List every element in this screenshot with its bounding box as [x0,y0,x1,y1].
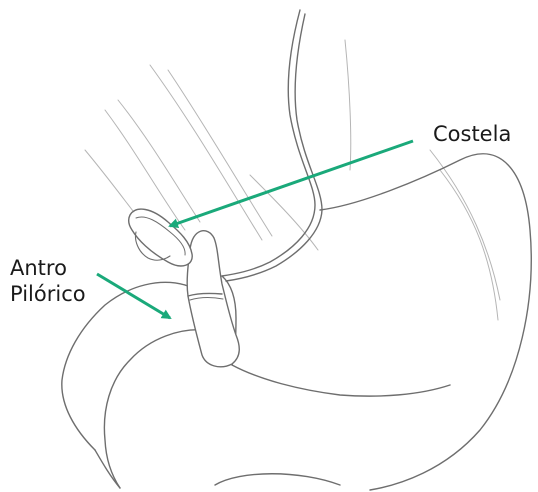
pylorus [187,231,239,367]
label-antro-line1: Antro [10,255,86,281]
arrow-antro [97,274,170,318]
label-antro-pilorico: Antro Pilórico [10,255,86,307]
stomach-outline [62,10,531,490]
label-costela: Costela [433,121,511,147]
label-antro-line2: Pilórico [10,281,86,307]
rib [129,209,193,266]
sketch-background-lines [85,40,500,320]
arrow-costela [170,141,413,226]
